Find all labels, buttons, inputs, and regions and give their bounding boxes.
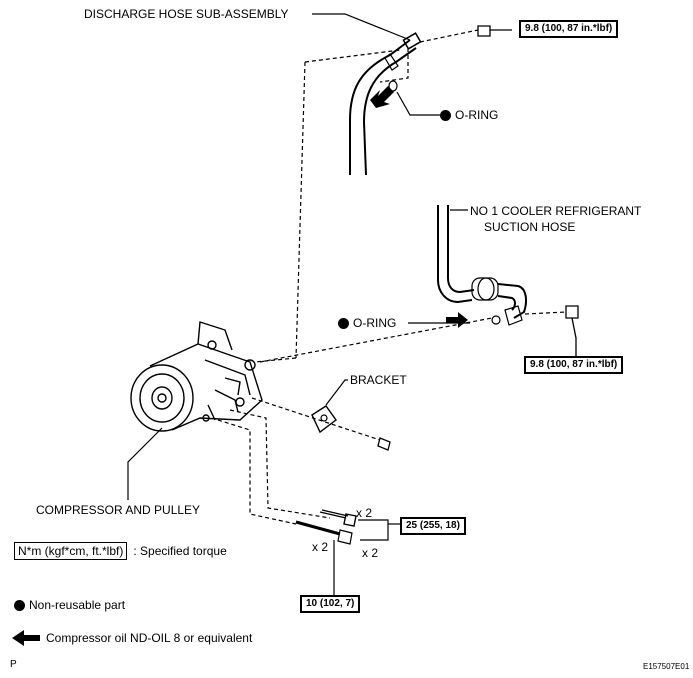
bracket-bolt [377, 437, 391, 451]
discharge-hose [349, 39, 411, 175]
legend-non-reusable: Non-reusable part [14, 599, 125, 612]
legend-torque-unit: N*m (kgf*cm, ft.*lbf) [14, 542, 128, 560]
legend-torque: N*m (kgf*cm, ft.*lbf) : Specified torque [14, 542, 227, 560]
suction-bolt [565, 305, 579, 356]
discharge-bolt [477, 25, 512, 37]
quantity-label-c: x 2 [362, 546, 379, 560]
bracket-label: BRACKET [350, 373, 407, 387]
discharge-hose-label: DISCHARGE HOSE SUB-ASSEMBLY [84, 7, 289, 21]
compressor-body [130, 321, 263, 432]
oil-arrow-mid [446, 312, 468, 328]
legend-arrow [12, 630, 40, 646]
discharge-hose-leader [312, 13, 411, 41]
stud [295, 520, 341, 536]
long-bolt [319, 511, 357, 527]
footer-left: P [10, 659, 17, 670]
bracket [311, 405, 337, 434]
oil-arrow-top [370, 86, 394, 108]
suction-hose-label-2: SUCTION HOSE [484, 220, 576, 234]
non-reusable-dot-icon [14, 600, 25, 612]
discharge-torque-box: 9.8 (100, 87 in.*lbf) [519, 20, 619, 38]
suction-hose-label-1: NO 1 COOLER REFRIGERANT [470, 204, 642, 218]
bolt-torque-box: 25 (255, 18) [400, 517, 466, 535]
discharge-bolt-dashline [419, 29, 479, 43]
non-reusable-dot-icon [440, 110, 451, 122]
quantity-label-a: x 2 [356, 506, 373, 520]
compressor-label: COMPRESSOR AND PULLEY [36, 503, 201, 517]
legend-oil: Compressor oil ND-OIL 8 or equivalent [46, 631, 253, 645]
o-ring-mid-label: O-RING [338, 317, 396, 330]
suction-torque-box: 9.8 (100, 87 in.*lbf) [524, 356, 624, 374]
stud-torque-box: 10 (102, 7) [300, 595, 361, 613]
footer-figure-id: E157507E01 [643, 662, 690, 671]
suction-hose [437, 205, 473, 304]
o-ring-top-label: O-RING [440, 109, 498, 122]
non-reusable-dot-icon [338, 318, 349, 330]
legend-torque-desc: : Specified torque [133, 544, 227, 558]
quantity-label-b: x 2 [312, 540, 329, 554]
